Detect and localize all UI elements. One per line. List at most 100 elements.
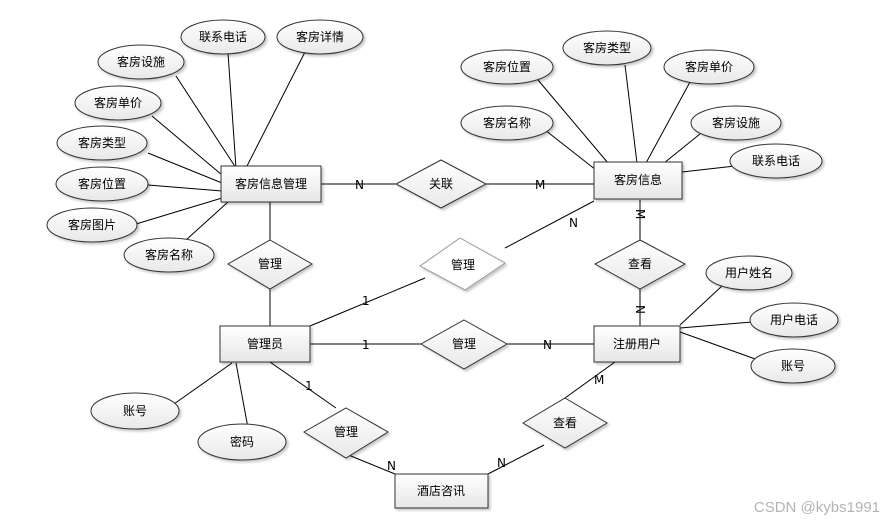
- relationship-label: 查看: [628, 257, 652, 271]
- attribute-room-facilities: 客房设施: [97, 44, 185, 80]
- cardinality-label: N: [633, 305, 647, 314]
- relationship-label: 管理: [334, 424, 358, 439]
- connector-line: [147, 152, 223, 184]
- connector-line: [504, 200, 595, 249]
- attribute-room-price: 客房单价: [663, 49, 755, 85]
- entity-label: 酒店咨讯: [417, 483, 465, 498]
- entity-admin: 管理员: [219, 325, 311, 363]
- connector-line: [309, 277, 426, 327]
- relationship-link: 关联: [394, 159, 488, 209]
- cardinality-label: M: [535, 178, 545, 192]
- attributes-admin: 账号 密码: [90, 392, 287, 461]
- connector-line: [564, 361, 616, 399]
- connector-line: [537, 79, 609, 164]
- attribute-label: 客房详情: [296, 29, 344, 44]
- entity-label: 管理员: [247, 336, 283, 351]
- connector-line: [175, 75, 237, 169]
- attribute-user-phone: 用户电话: [749, 302, 839, 338]
- entity-room-info: 客房信息: [593, 161, 683, 200]
- attribute-label: 客房图片: [68, 217, 116, 232]
- connector-line: [663, 133, 701, 164]
- connector-line: [227, 52, 237, 169]
- relationship-view-room: 查看: [593, 239, 687, 290]
- attribute-label: 客房类型: [78, 135, 126, 150]
- connector-line: [185, 201, 229, 241]
- attribute-room-name: 客房名称: [123, 237, 215, 273]
- attribute-room-name: 客房名称: [460, 105, 554, 141]
- relationships: 关联 管理 管理 查看 管理 管理 查看: [227, 159, 687, 459]
- attribute-label: 客房位置: [78, 176, 126, 191]
- watermark: CSDN @kybs1991: [754, 499, 880, 516]
- attribute-label: 联系电话: [199, 30, 247, 44]
- attribute-label: 客房单价: [685, 59, 733, 74]
- connector-line: [679, 321, 753, 329]
- attribute-room-facilities: 客房设施: [690, 105, 782, 141]
- connector-line: [487, 444, 545, 475]
- attribute-room-type: 客房类型: [562, 30, 652, 66]
- relationship-label: 管理: [451, 257, 475, 272]
- attribute-room-price: 客房单价: [74, 85, 162, 121]
- attribute-account: 账号: [750, 348, 836, 384]
- connector-lines: [135, 51, 759, 475]
- relationship-manage-admin-user: 管理: [419, 319, 509, 370]
- attributes-room-info: 客房类型 客房位置 客房单价 客房名称 客房设施 联系电话: [460, 30, 823, 179]
- cardinality-label: N: [355, 178, 364, 192]
- attribute-room-image: 客房图片: [46, 207, 138, 243]
- relationship-manage-mid: 管理: [419, 237, 506, 291]
- cardinality-label: N: [543, 338, 552, 352]
- connector-line: [681, 165, 736, 173]
- attribute-label: 账号: [123, 404, 147, 418]
- attribute-label: 账号: [781, 359, 805, 373]
- relationship-manage-news: 管理: [303, 407, 389, 459]
- connector-line: [147, 184, 223, 192]
- attribute-label: 用户电话: [770, 312, 818, 327]
- entity-label: 客房信息: [614, 172, 662, 187]
- attribute-label: 用户姓名: [725, 265, 773, 280]
- relationship-label: 查看: [553, 416, 577, 430]
- cardinalities: N M N 1 1 N M N 1 N M N: [305, 178, 647, 473]
- attributes-room-mgmt: 联系电话 客房详情 客房设施 客房单价 客房类型 客房位置 客房图片 客房名称: [46, 19, 364, 273]
- connector-line: [679, 331, 759, 361]
- attribute-account: 账号: [90, 392, 180, 430]
- connector-line: [151, 115, 223, 176]
- attributes-user: 用户姓名 用户电话 账号: [705, 255, 839, 384]
- attribute-contact-phone: 联系电话: [729, 143, 823, 179]
- attribute-label: 客房名称: [483, 115, 531, 130]
- cardinality-label: 1: [362, 294, 370, 308]
- entity-user: 注册用户: [593, 325, 681, 363]
- relationship-label: 管理: [258, 256, 282, 271]
- attribute-label: 客房类型: [583, 40, 631, 55]
- cardinality-label: M: [633, 209, 647, 219]
- entity-label: 注册用户: [613, 336, 661, 351]
- connector-line: [645, 81, 691, 164]
- connector-line: [173, 362, 233, 405]
- attribute-contact-phone: 联系电话: [180, 19, 266, 55]
- connector-line: [245, 51, 306, 169]
- attribute-label: 客房设施: [117, 54, 165, 69]
- connector-line: [544, 129, 597, 171]
- attribute-room-type: 客房类型: [56, 125, 148, 161]
- entity-room-mgmt: 客房信息管理: [220, 165, 322, 203]
- connector-line: [624, 64, 638, 164]
- attribute-label: 客房单价: [94, 95, 142, 110]
- relationship-label: 管理: [452, 336, 476, 351]
- relationship-manage-left: 管理: [227, 239, 313, 290]
- attribute-room-details: 客房详情: [276, 19, 364, 55]
- entity-news: 酒店咨讯: [394, 473, 489, 509]
- cardinality-label: M: [594, 373, 604, 387]
- attribute-room-location: 客房位置: [55, 166, 149, 202]
- connector-line: [345, 453, 396, 475]
- attribute-label: 客房名称: [145, 247, 193, 262]
- attribute-label: 密码: [230, 434, 254, 449]
- attribute-password: 密码: [197, 423, 287, 461]
- cardinality-label: 1: [362, 338, 370, 352]
- attribute-user-name: 用户姓名: [705, 255, 793, 291]
- cardinality-label: 1: [305, 379, 313, 393]
- attribute-room-location: 客房位置: [460, 49, 554, 85]
- connector-line: [679, 285, 723, 326]
- cardinality-label: N: [497, 456, 506, 470]
- connector-line: [235, 362, 249, 429]
- entities: 客房信息管理 客房信息 管理员 注册用户 酒店咨讯: [219, 161, 683, 509]
